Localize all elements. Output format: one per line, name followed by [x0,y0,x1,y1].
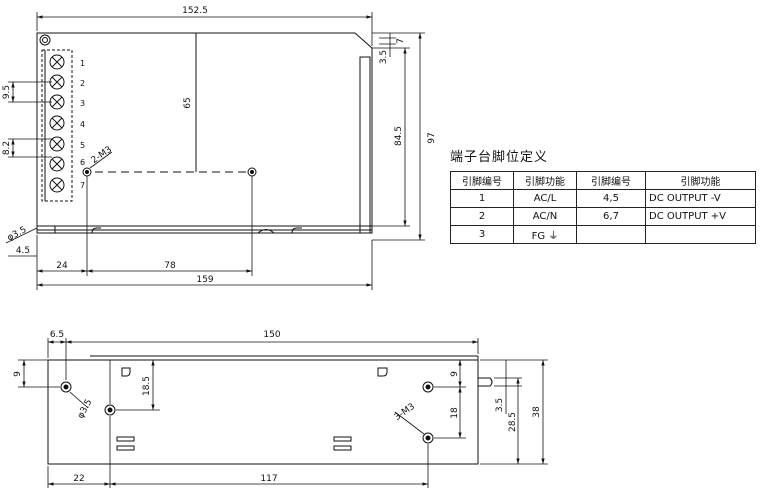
side-screw-right-bottom [422,432,434,444]
header-pin-func: 引脚功能 [513,171,577,190]
table-row: 2 AC/N 6,7 DC OUTPUT +V [450,207,756,226]
pin-func: AC/L [513,189,577,208]
pin-definition-panel: 端子台脚位定义 引脚编号 引脚功能 引脚编号 引脚功能 1 AC/L 4,5 D… [450,146,756,244]
side-screw-left [104,404,116,416]
dim-150: 150 [263,330,280,340]
dim-side-3-5: 3.5 [495,398,505,412]
dim-84-5: 84.5 [394,126,404,146]
pin-table-header: 引脚编号 引脚功能 引脚编号 引脚功能 [450,171,756,190]
dim-152-5: 152.5 [182,6,208,16]
pin-no-2: 6,7 [576,207,646,226]
side-view-outline [47,359,479,465]
top-dim-lines [5,12,425,290]
pin-no: 3 [450,225,514,244]
dim-8-2: 8.2 [2,141,12,155]
dim-hole-dia: φ3.5 [6,225,29,243]
mount-hole-right [247,167,257,177]
dim-117: 117 [260,474,277,484]
pin-no: 1 [450,189,514,208]
dim-97: 97 [427,132,437,143]
dim-9-left: 9 [13,371,23,377]
pin-table: 引脚编号 引脚功能 引脚编号 引脚功能 1 AC/L 4,5 DC OUTPUT… [450,171,756,244]
pin-func-2: DC OUTPUT -V [645,189,756,208]
side-view [18,338,548,488]
terminal-label-7: 7 [80,181,85,190]
side-screw-right-top [422,381,434,393]
dim-65: 65 [183,97,193,108]
terminal-label-6: 6 [80,158,85,167]
terminal-label-2: 2 [80,79,85,88]
terminal-screws [49,54,65,193]
header-pin-no-2: 引脚编号 [576,171,646,190]
dim-22: 22 [73,474,84,484]
pin-func: AC/N [513,207,577,226]
pin-func: FG ⏚ [513,225,577,244]
table-row: 1 AC/L 4,5 DC OUTPUT -V [450,189,756,208]
side-hole-left [60,381,72,393]
terminal-label-4: 4 [80,120,85,129]
top-view-outline [36,32,373,234]
side-channel [359,56,371,234]
pin-table-title: 端子台脚位定义 [450,150,549,165]
pin-no-2 [576,225,646,244]
terminal-label-1: 1 [80,59,85,68]
mount-hole-left [82,167,92,177]
corner-screw-icon [39,34,51,46]
side-view-labels: 6.5 150 9 18.5 φ3.5 3-M3 9 18 3.5 28.5 3… [13,330,542,484]
pin-no: 2 [450,207,514,226]
pin-no-2: 4,5 [576,189,646,208]
terminal-labels: 1 2 3 4 5 6 7 [80,59,85,190]
dim-7: 7 [396,38,406,44]
dim-18-5: 18.5 [142,376,152,396]
header-pin-no: 引脚编号 [450,171,514,190]
dim-4-5: 4.5 [16,246,30,256]
dim-159: 159 [196,275,213,285]
dim-9-right: 9 [450,371,460,377]
terminal-block [41,49,73,202]
dim-28-5: 28.5 [508,412,518,432]
dim-side-hole-dia: φ3.5 [76,398,94,421]
terminal-label-5: 5 [80,141,85,150]
dim-3-5: 3.5 [379,50,389,64]
dim-9-5: 9.5 [2,85,12,99]
dim-38: 38 [532,406,542,418]
dim-18: 18 [450,407,460,419]
dim-24: 24 [56,261,68,271]
side-dim-lines [18,338,548,488]
dim-78: 78 [164,261,176,271]
pin-func-2 [645,225,756,244]
header-pin-func-2: 引脚功能 [645,171,756,190]
pin-func-2: DC OUTPUT +V [645,207,756,226]
top-view [5,12,425,290]
dim-6-5: 6.5 [50,330,64,340]
table-row: 3 FG ⏚ [450,225,756,244]
dim-2-m3: 2-M3 [90,145,114,166]
terminal-label-3: 3 [80,99,85,108]
